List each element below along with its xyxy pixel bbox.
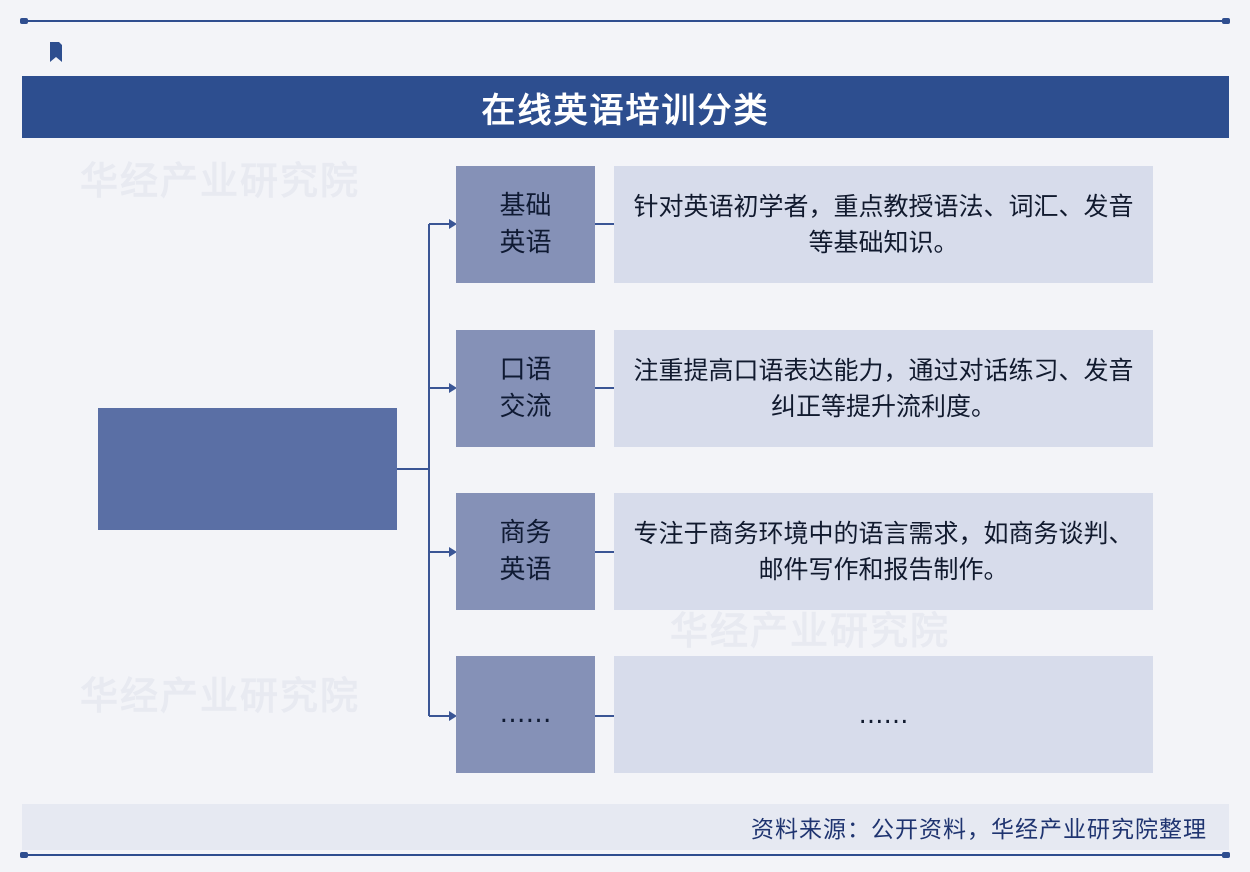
description-spoken-communication: 注重提高口语表达能力，通过对话练习、发音纠正等提升流利度。 [614,330,1153,447]
title-bar: 在线英语培训分类 [22,76,1229,138]
description-text: 注重提高口语表达能力，通过对话练习、发音纠正等提升流利度。 [633,355,1134,421]
description-text: 专注于商务环境中的语言需求，如商务谈判、邮件写作和报告制作。 [633,518,1134,584]
bottom-frame-line [22,854,1228,856]
description-text: …… [858,699,909,729]
description-more: …… [614,656,1153,773]
category-business-english: 商务 英语 [456,493,595,610]
frame-dot [1222,852,1230,858]
top-frame-line [22,20,1228,22]
source-note: 资料来源：公开资料，华经产业研究院整理 [751,817,1207,843]
footer-bar: 资料来源：公开资料，华经产业研究院整理 [22,804,1229,850]
watermark: 华经产业研究院 [670,609,951,653]
description-text: 针对英语初学者，重点教授语法、词汇、发音等基础知识。 [633,191,1134,257]
bookmark-icon [50,42,62,62]
category-more: …… [456,656,595,773]
frame-dot [20,18,28,24]
description-basic-english: 针对英语初学者，重点教授语法、词汇、发音等基础知识。 [614,166,1153,283]
category-spoken-communication: 口语 交流 [456,330,595,447]
watermark: 华经产业研究院 [80,674,361,718]
center-node [98,408,397,530]
watermark: 华经产业研究院 [80,159,361,203]
category-basic-english: 基础 英语 [456,166,595,283]
frame-dot [20,852,28,858]
frame-dot [1222,18,1230,24]
description-business-english: 专注于商务环境中的语言需求，如商务谈判、邮件写作和报告制作。 [614,493,1153,610]
page-title: 在线英语培训分类 [481,90,770,131]
